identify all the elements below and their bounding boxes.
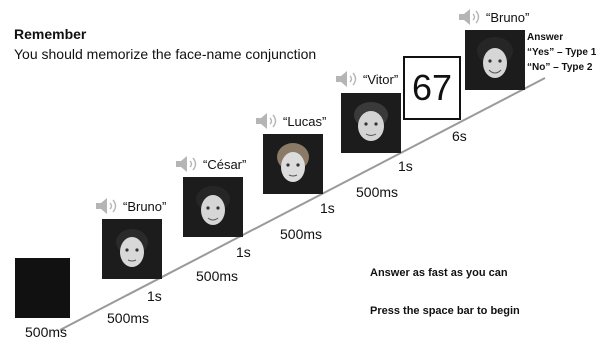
face-photo-2 [183,177,243,237]
face-photo-test [465,30,525,90]
answer-yes: “Yes” – Type 1 [527,47,597,58]
blank-screen [15,258,70,318]
audio-duration-3: 500ms [280,226,323,242]
speaker-name-1: “Bruno” [95,197,166,215]
page-title: Remember [14,26,87,42]
face-duration-2: 1s [236,244,251,260]
spoken-name: “Bruno” [486,9,530,25]
audio-duration-2: 500ms [196,268,239,284]
speaker-icon [176,156,197,172]
speaker-name-2: “César” [175,155,246,173]
speaker-icon [96,198,117,214]
face-duration-1: 1s [147,288,162,304]
spoken-name: “Bruno” [123,198,167,214]
face-photo-3 [263,134,323,194]
instruction-text: You should memorize the face-name conjun… [14,46,317,62]
face-photo-4 [341,93,401,153]
speaker-name-test: “Bruno” [458,8,529,26]
start-note: Press the space bar to begin [370,305,520,317]
blank-duration: 500ms [25,324,68,340]
number-duration: 6s [452,128,467,144]
speaker-icon [459,9,480,25]
answer-no: “No” – Type 2 [527,62,593,73]
speaker-name-3: “Lucas” [255,112,326,130]
speaker-icon [256,113,277,129]
face-photo-1 [102,219,162,279]
speed-note: Answer as fast as you can [370,267,508,279]
speaker-name-4: “Vitor” [335,70,398,88]
speaker-icon [336,71,357,87]
spoken-name: “César” [203,156,247,172]
face-duration-3: 1s [320,200,335,216]
answer-instructions: Answer “Yes” – Type 1 “No” – Type 2 [527,30,596,75]
audio-duration-1: 500ms [107,310,150,326]
spoken-name: “Vitor” [363,71,399,87]
spoken-name: “Lucas” [283,113,327,129]
number-display: 67 [403,56,461,120]
answer-title: Answer [527,32,564,43]
audio-duration-4: 500ms [356,184,399,200]
face-duration-4: 1s [398,158,413,174]
